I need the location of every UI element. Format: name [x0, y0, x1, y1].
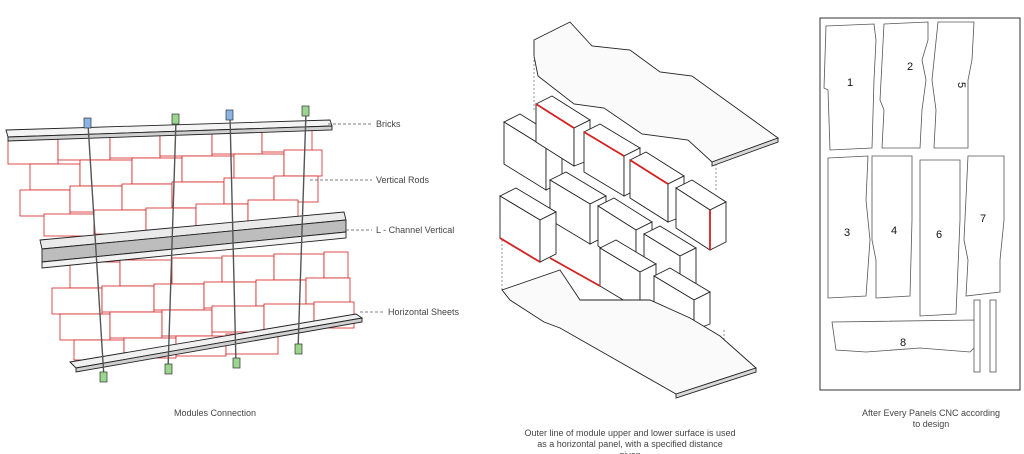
panel-number-2: 2 [907, 61, 913, 73]
module-bricks [499, 95, 727, 331]
lower-surface-panel [501, 269, 757, 399]
cnc-panel-2 [879, 21, 929, 149]
callout-lines [310, 123, 384, 313]
modules-connection-diagram: Bricks Vertical Rods L - Channel Vertica… [5, 105, 460, 383]
panel-number-5: 5 [955, 82, 967, 88]
middle-caption-line-1: Outer line of module upper and lower sur… [524, 428, 736, 438]
callout-bricks: Bricks [376, 119, 401, 129]
cnc-caption-line-2: to design [912, 419, 950, 429]
callout-vertical-rods: Vertical Rods [376, 175, 430, 185]
panel-number-1: 1 [847, 77, 853, 89]
rod-fasteners [83, 105, 310, 383]
cnc-panel-sheet: 1 2 5 3 4 6 7 8 [819, 17, 1021, 391]
modules-connection-caption: Modules Connection [173, 408, 257, 418]
cnc-panel-7 [963, 155, 1005, 297]
cnc-strip-right [989, 299, 997, 373]
panel-number-8: 8 [900, 337, 906, 349]
cnc-strip-left [973, 299, 981, 373]
cnc-panel-3 [827, 155, 871, 299]
cnc-panel-4 [871, 155, 913, 299]
panel-number-6: 6 [936, 229, 942, 241]
cnc-panel-6 [919, 159, 961, 317]
panel-number-3: 3 [844, 227, 850, 239]
callout-horizontal-sheets: Horizontal Sheets [388, 307, 460, 317]
middle-caption: Outer line of module upper and lower sur… [505, 428, 755, 454]
cnc-caption: After Every Panels CNC according to desi… [846, 408, 1016, 430]
exploded-module-diagram [499, 21, 779, 399]
cnc-panel-1 [823, 23, 877, 151]
middle-caption-line-2: as a horizontal panel, with a specified … [537, 439, 723, 449]
cnc-panels [823, 21, 1005, 373]
bottom-horizontal-sheet [69, 313, 364, 373]
cnc-caption-line-1: After Every Panels CNC according [861, 408, 1001, 418]
panel-number-4: 4 [891, 225, 897, 237]
middle-caption-line-3: given [505, 450, 755, 454]
panel-number-7: 7 [980, 213, 986, 225]
vertical-rods [87, 111, 307, 379]
callout-l-channel-vertical: L - Channel Vertical [376, 225, 454, 235]
cnc-panel-5 [931, 21, 975, 149]
upper-surface-panel [533, 21, 779, 167]
l-channel-vertical [39, 211, 347, 269]
